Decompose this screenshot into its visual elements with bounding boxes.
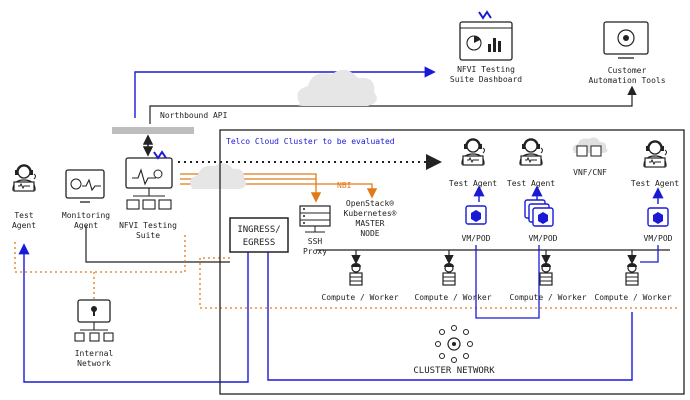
vm-pod-1[interactable]: VM/POD	[462, 205, 491, 243]
monitoring-agent[interactable]: Monitoring Agent	[62, 169, 110, 230]
left-test-agent-label-1: Test	[14, 211, 33, 220]
cluster-title: Telco Cloud Cluster to be evaluated	[226, 137, 395, 146]
cluster-test-agent-1[interactable]: Test Agent	[449, 138, 497, 188]
lock-network-icon	[74, 299, 114, 342]
master-node[interactable]: OpenStack® Kubernetes® MASTER NODE	[344, 199, 397, 238]
network-mesh-icon	[435, 325, 473, 363]
test-agent-icon	[519, 138, 544, 166]
vm-pod-3[interactable]: VM/POD	[644, 207, 673, 243]
nfvi-suite-label-1: NFVI Testing	[119, 221, 177, 230]
vnf-cnf-label: VNF/CNF	[573, 168, 607, 177]
vm-pod-label: VM/POD	[644, 234, 673, 243]
nbi-label: NBI	[337, 181, 352, 190]
cloud-icon	[190, 163, 247, 189]
master-label-4: NODE	[360, 229, 379, 238]
compute-worker-2[interactable]: Compute / Worker	[414, 262, 492, 302]
cloud-server-icon	[572, 137, 608, 157]
dashboard-label-2: Suite Dashboard	[450, 75, 522, 84]
automation-node[interactable]: Customer Automation Tools	[588, 21, 666, 85]
monitoring-agent-label-1: Monitoring	[62, 211, 110, 220]
ssh-label-1: SSH	[308, 237, 323, 246]
cluster-boundary	[219, 129, 685, 395]
ingress-label-1: INGRESS/	[237, 225, 280, 235]
ssh-proxy[interactable]: SSH Proxy	[299, 205, 331, 256]
testing-suite-icon	[125, 150, 173, 210]
worker-server-icon	[539, 262, 553, 286]
monitor-pulse-icon	[65, 169, 105, 203]
automation-label-2: Automation Tools	[588, 76, 665, 85]
compute-worker-label: Compute / Worker	[321, 293, 398, 302]
ssh-label-2: Proxy	[303, 247, 327, 256]
master-label-2: Kubernetes®	[344, 209, 397, 218]
master-label-3: MASTER	[356, 219, 385, 228]
compute-worker-4[interactable]: Compute / Worker	[594, 262, 672, 302]
internal-network-label-2: Network	[77, 359, 111, 368]
compute-worker-label: Compute / Worker	[594, 293, 671, 302]
internal-network-label-1: Internal	[75, 349, 114, 358]
vm-pod-label: VM/POD	[462, 234, 491, 243]
worker-server-icon	[349, 262, 363, 286]
left-test-agent-label-2: Agent	[12, 221, 36, 230]
dashboard-node[interactable]: NFVI Testing Suite Dashboard	[450, 10, 522, 84]
nfvi-suite-label-2: Suite	[136, 231, 160, 240]
northbound-api-label: Northbound API	[160, 111, 228, 120]
worker-server-icon	[442, 262, 456, 286]
cluster-network-label: CLUSTER NETWORK	[413, 366, 495, 376]
gear-monitor-icon	[603, 21, 649, 59]
vm-pod-label: VM/POD	[529, 234, 558, 243]
test-agent-label: Test Agent	[507, 179, 555, 188]
ingress-label-2: EGRESS	[243, 238, 276, 248]
vm-pod-2[interactable]: VM/POD	[524, 199, 558, 243]
compute-worker-3[interactable]: Compute / Worker	[509, 262, 587, 302]
dashboard-icon	[459, 10, 513, 61]
automation-label-1: Customer	[608, 66, 647, 75]
ingress-egress-box[interactable]: INGRESS/ EGRESS	[229, 217, 289, 253]
cluster-test-agent-2[interactable]: Test Agent	[507, 138, 555, 188]
monitoring-agent-label-2: Agent	[74, 221, 98, 230]
cloud-icon	[297, 69, 377, 106]
compute-worker-label: Compute / Worker	[509, 293, 586, 302]
cluster-test-agent-3[interactable]: Test Agent	[631, 140, 679, 188]
nfvi-testing-suite[interactable]: NFVI Testing Suite	[119, 150, 177, 240]
vnf-cnf[interactable]: VNF/CNF	[572, 137, 608, 177]
internal-network[interactable]: Internal Network	[74, 299, 114, 368]
cluster-network[interactable]: CLUSTER NETWORK	[413, 325, 495, 377]
server-rack-icon	[299, 205, 331, 233]
compute-worker-1[interactable]: Compute / Worker	[321, 262, 399, 302]
master-label-1: OpenStack®	[346, 199, 394, 208]
test-agent-icon	[12, 164, 37, 192]
worker-server-icon	[625, 262, 639, 286]
vm-cube-icon	[532, 207, 554, 227]
left-test-agent[interactable]: Test Agent	[12, 164, 37, 230]
connection-lines	[14, 66, 680, 383]
test-agent-label: Test Agent	[449, 179, 497, 188]
test-agent-icon	[461, 138, 486, 166]
test-agent-label: Test Agent	[631, 179, 679, 188]
vm-cube-icon	[647, 207, 669, 227]
vm-cube-icon	[465, 205, 487, 225]
dashboard-label-1: NFVI Testing	[457, 65, 515, 74]
test-agent-icon	[643, 140, 668, 168]
compute-worker-label: Compute / Worker	[414, 293, 491, 302]
